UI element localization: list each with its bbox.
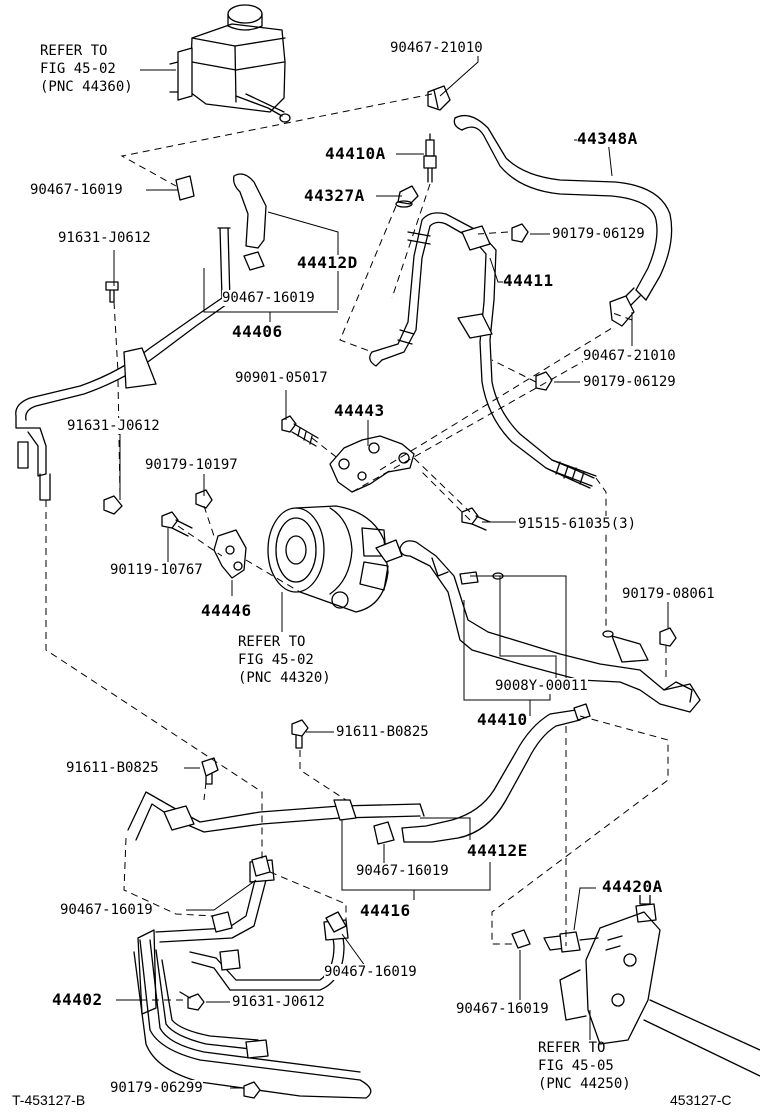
part-label: 44412D [297,253,358,272]
part-label: 44410 [477,710,528,729]
part-label: 44406 [232,322,283,341]
part-label: 91631-J0612 [58,230,151,246]
steering-gear [543,889,760,1077]
part-label: 44402 [52,990,103,1009]
nut-e [243,1081,261,1099]
part-label: 90179-10197 [145,457,238,473]
bracket-44446 [213,529,247,579]
ref-reservoir: REFER TO FIG 45-02 (PNC 44360) [40,42,133,96]
part-label: 90467-16019 [456,1001,549,1017]
reservoir-tank [169,4,291,123]
clamp-b [609,295,635,327]
part-label: 90901-05017 [235,370,328,386]
bolt-91611-b [201,757,219,785]
bolt-91631-a [105,281,119,303]
part-label: 91515-61035(3) [518,516,637,532]
ref-gear-line1: REFER TO [538,1040,606,1056]
illustration-code-right: 453127-C [670,1092,732,1108]
clamp-d [175,175,195,201]
bolt-91631-c [179,991,205,1011]
part-label: 90179-06129 [583,374,676,390]
part-label: 44446 [201,601,252,620]
part-label: 90467-21010 [583,348,676,364]
clamp-c [243,251,265,271]
clamp-e [373,821,395,845]
part-label: 44348A [577,129,638,148]
clamp-f [511,929,531,949]
part-label: 90467-16019 [356,863,449,879]
ref-pump-line1: REFER TO [238,634,306,650]
bolt-91631-b [103,495,123,515]
part-label: 91611-B0825 [336,724,429,740]
dashed-lines [45,93,669,1001]
tube-44410 [399,540,701,713]
ref-pump-line2: FIG 45-02 [238,652,314,668]
part-label: 44420A [602,877,663,896]
part-label: 44412E [467,841,528,860]
clamp-i [573,703,591,721]
part-label: 90179-08061 [622,586,715,602]
nut-d [659,627,677,647]
ref-gear-line3: (PNC 44250) [538,1076,631,1092]
ref-reservoir-line1: REFER TO [40,43,108,59]
part-label: 90179-06129 [552,226,645,242]
union-44327A [395,185,419,208]
part-label: 90467-16019 [324,964,417,980]
clamp-g [325,911,347,933]
part-label: 44410A [325,144,386,163]
part-label: 44327A [304,186,365,205]
part-label: 44443 [334,401,385,420]
part-label: 91631-J0612 [67,418,160,434]
ref-gear-line2: FIG 45-05 [538,1058,614,1074]
part-label: 90119-10767 [110,562,203,578]
illustration-code-left: T-453127-B [12,1092,86,1108]
part-label: 90467-16019 [222,290,315,306]
nut-a [511,223,529,243]
part-label: 90467-16019 [30,182,123,198]
bolt-90901 [281,415,319,447]
part-label: 91631-J0612 [232,994,325,1010]
bracket-44443 [329,435,415,493]
pipe-44416 [127,791,425,841]
ref-pump-line3: (PNC 44320) [238,670,331,686]
leader-lines [113,48,669,1089]
part-label: 44411 [503,271,554,290]
pipe-44406 [15,227,231,501]
part-label: 44416 [360,901,411,920]
clamp-h [251,855,271,877]
ref-gear: REFER TO FIG 45-05 (PNC 44250) [538,1039,631,1093]
part-label: 9008Y-00011 [495,678,588,694]
hose-44411 [369,212,597,489]
part-label: 91611-B0825 [66,760,159,776]
hose-44412D [232,173,267,249]
hose-44412E [401,709,581,843]
sensor-44410A [423,133,437,183]
ref-reservoir-line2: FIG 45-02 [40,61,116,77]
part-label: 90179-06299 [110,1080,203,1096]
bolt-90119 [161,511,193,537]
pump-assembly [267,505,403,613]
nut-b [535,371,553,391]
bolt-91515 [461,507,491,531]
bolt-91611-a [291,719,309,749]
part-label: 90467-21010 [390,40,483,56]
part-label: 90467-16019 [60,902,153,918]
ref-pump: REFER TO FIG 45-02 (PNC 44320) [238,633,331,687]
ref-reservoir-line3: (PNC 44360) [40,79,133,95]
hose-44348A [453,114,673,307]
o-ring [602,630,614,638]
